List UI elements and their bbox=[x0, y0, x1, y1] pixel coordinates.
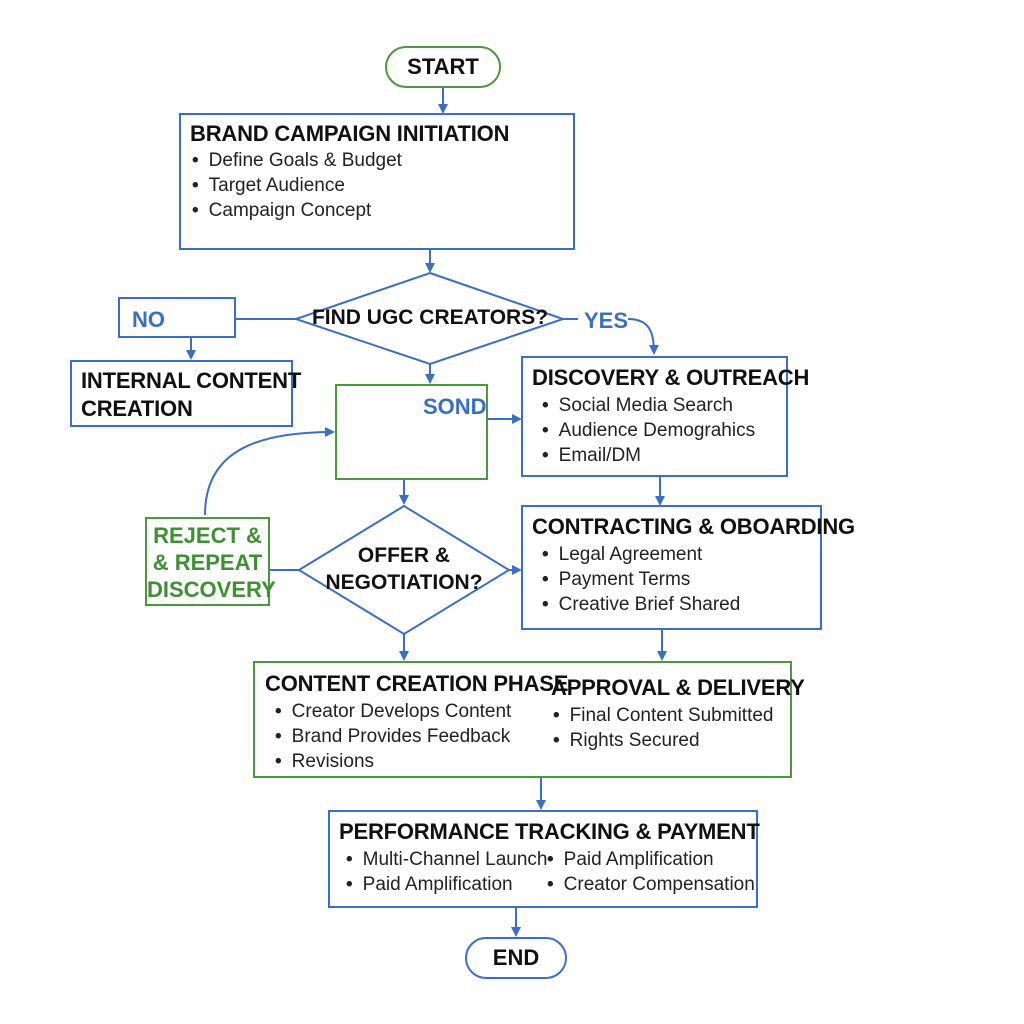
reject-repeat-box: REJECT & & REPEAT DISCOVERY bbox=[145, 517, 276, 606]
content-creation-title: CONTENT CREATION PHASE bbox=[265, 671, 569, 696]
internal-content-line-2: CREATION bbox=[81, 396, 193, 421]
sond-box: SOND bbox=[335, 384, 488, 480]
discovery-box: DISCOVERY & OUTREACH Social Media Search… bbox=[521, 356, 809, 477]
discovery-title: DISCOVERY & OUTREACH bbox=[532, 365, 810, 390]
list-item: Paid Amplification bbox=[547, 847, 755, 872]
list-item: Creator Develops Content bbox=[275, 699, 512, 724]
no-box: NO bbox=[118, 297, 236, 338]
contracting-list: Legal Agreement Payment Terms Creative B… bbox=[542, 542, 741, 617]
connector-yes-discovery bbox=[627, 318, 659, 355]
list-item: Brand Provides Feedback bbox=[275, 724, 511, 749]
approval-title: APPROVAL & DELIVERY bbox=[551, 675, 805, 700]
start-terminal: START bbox=[385, 46, 501, 88]
decision-offer-label: OFFER & NEGOTIATION? bbox=[314, 542, 494, 596]
reject-repeat-label: REJECT & & REPEAT DISCOVERY bbox=[147, 522, 276, 603]
discovery-list: Social Media Search Audience Demograhics… bbox=[542, 393, 755, 468]
internal-content-line-1: INTERNAL CONTENT bbox=[81, 368, 302, 393]
decision-diamond-offer bbox=[297, 504, 511, 636]
list-item: Payment Terms bbox=[542, 567, 740, 592]
list-item: Campaign Concept bbox=[192, 198, 402, 223]
list-item: Legal Agreement bbox=[542, 542, 740, 567]
performance-list-left: Multi-Channel Launch Paid Amplification bbox=[346, 847, 548, 897]
performance-list-right: Paid Amplification Creator Compensation bbox=[547, 847, 755, 897]
list-item: Rights Secured bbox=[553, 728, 774, 753]
list-item: Target Audience bbox=[192, 173, 402, 198]
brand-campaign-title: BRAND CAMPAIGN INITIATION bbox=[190, 121, 510, 146]
list-item: Audience Demograhics bbox=[542, 418, 755, 443]
brand-campaign-list: Define Goals & Budget Target Audience Ca… bbox=[192, 148, 402, 223]
reject-line-2: & REPEAT bbox=[152, 550, 263, 575]
list-item: Paid Amplification bbox=[346, 872, 548, 897]
list-item: Multi-Channel Launch bbox=[346, 847, 548, 872]
contracting-box: CONTRACTING & OBOARDING Legal Agreement … bbox=[521, 505, 855, 630]
end-label: END bbox=[492, 945, 540, 970]
end-terminal: END bbox=[465, 937, 567, 979]
offer-line-1: OFFER & bbox=[357, 544, 451, 567]
list-item: Final Content Submitted bbox=[553, 703, 774, 728]
reject-line-1: REJECT & bbox=[153, 523, 262, 548]
offer-line-2: NEGOTIATION? bbox=[325, 571, 483, 594]
list-item: Define Goals & Budget bbox=[192, 148, 402, 173]
decision-find-creators-label: FIND UGC CREATORS? bbox=[311, 306, 549, 329]
content-creation-list: Creator Develops Content Brand Provides … bbox=[275, 699, 512, 774]
list-item: Revisions bbox=[275, 749, 511, 774]
content-creation-box: CONTENT CREATION PHASE Creator Develops … bbox=[253, 661, 805, 778]
list-item: Social Media Search bbox=[542, 393, 755, 418]
yes-label: YES bbox=[584, 308, 629, 333]
start-label: START bbox=[407, 54, 479, 79]
list-item: Creator Compensation bbox=[547, 872, 755, 897]
internal-content-box: INTERNAL CONTENT CREATION bbox=[70, 360, 301, 427]
performance-title: PERFORMANCE TRACKING & PAYMENT bbox=[339, 819, 760, 844]
list-item: Creative Brief Shared bbox=[542, 592, 741, 617]
performance-box: PERFORMANCE TRACKING & PAYMENT Multi-Cha… bbox=[328, 810, 760, 908]
decision-diamond-find-creators bbox=[292, 271, 567, 366]
sond-label: SOND bbox=[423, 394, 487, 419]
list-item: Email/DM bbox=[542, 443, 755, 468]
approval-list: Final Content Submitted Rights Secured bbox=[553, 703, 774, 753]
connector-reject-sond bbox=[204, 427, 335, 516]
brand-campaign-box: BRAND CAMPAIGN INITIATION Define Goals &… bbox=[179, 113, 575, 250]
no-label: NO bbox=[132, 307, 165, 332]
reject-line-3: DISCOVERY bbox=[147, 577, 276, 602]
contracting-title: CONTRACTING & OBOARDING bbox=[532, 514, 855, 539]
